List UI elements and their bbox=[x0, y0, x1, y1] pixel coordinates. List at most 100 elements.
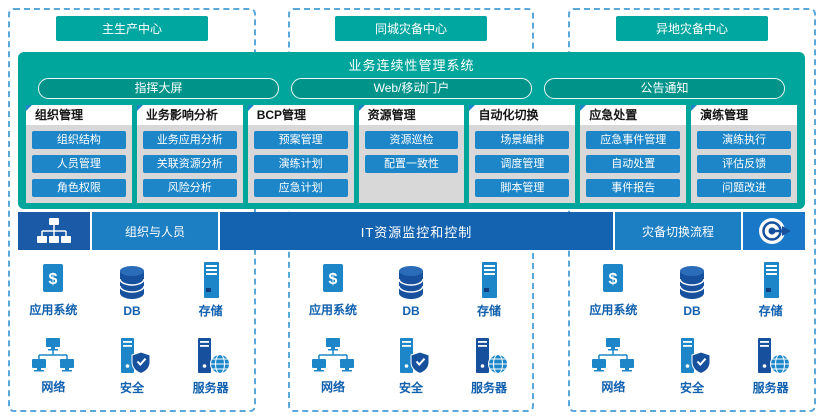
corner-mark-icon bbox=[247, 105, 254, 111]
center-header-remote-dr: 异地灾备中心 bbox=[616, 16, 768, 41]
infra-label: 服务器 bbox=[470, 381, 507, 395]
portal-announcement: 公告通知 bbox=[544, 78, 785, 99]
module-item: 应急计划 bbox=[253, 179, 348, 197]
infra-grid-main-production: $ 应用系统 DB 存储 网络 安全 服务器 bbox=[14, 252, 250, 404]
center-header-local-dr: 同城灾备中心 bbox=[335, 16, 487, 41]
infra-label: 存储 bbox=[758, 304, 783, 318]
server-icon bbox=[476, 338, 508, 374]
svg-text:$: $ bbox=[49, 271, 58, 288]
infra-cell-security: 安全 bbox=[372, 328, 450, 404]
center-title: 异地灾备中心 bbox=[655, 22, 728, 36]
app-system-icon: $ bbox=[323, 264, 343, 292]
corner-mark-icon bbox=[691, 105, 698, 111]
module-item: 关联资源分析 bbox=[142, 155, 237, 173]
module-resource: 资源管理 资源巡检 配置一致性 bbox=[358, 105, 465, 203]
corner-mark-icon bbox=[469, 105, 476, 111]
module-items: 演练执行 评估反馈 问题改进 bbox=[691, 125, 798, 203]
infra-cell-server: 服务器 bbox=[171, 328, 250, 404]
module-items: 业务应用分析 关联资源分析 风险分析 bbox=[136, 125, 243, 203]
module-header: 资源管理 bbox=[358, 105, 465, 125]
storage-icon bbox=[203, 262, 219, 298]
module-item: 角色权限 bbox=[32, 179, 126, 197]
svg-text:$: $ bbox=[329, 271, 338, 288]
security-icon bbox=[400, 338, 430, 375]
module-title: 资源管理 bbox=[367, 108, 416, 122]
module-item: 组织结构 bbox=[32, 131, 126, 149]
module-header: 演练管理 bbox=[691, 105, 798, 125]
infra-cell-server: 服务器 bbox=[450, 328, 528, 404]
middle-band: 组织与人员 IT资源监控和控制 灾备切换流程 bbox=[18, 212, 805, 250]
infra-cell-network: 网络 bbox=[294, 328, 372, 404]
infra-label: 服务器 bbox=[752, 381, 789, 395]
infra-label: DB bbox=[123, 303, 141, 318]
infra-cell-server: 服务器 bbox=[731, 328, 810, 404]
module-item: 演练执行 bbox=[697, 131, 792, 149]
module-item: 配置一致性 bbox=[364, 155, 459, 173]
corner-mark-icon bbox=[26, 105, 32, 111]
module-item: 问题改进 bbox=[697, 179, 792, 197]
server-icon bbox=[757, 338, 790, 374]
center-title: 主生产中心 bbox=[101, 22, 162, 36]
module-items: 预案管理 演练计划 应急计划 bbox=[247, 125, 354, 203]
module-organization: 组织管理 组织结构 人员管理 角色权限 bbox=[26, 105, 132, 203]
module-item: 调度管理 bbox=[475, 155, 570, 173]
module-header: 自动化切换 bbox=[469, 105, 576, 125]
module-items: 场景编排 调度管理 脚本管理 bbox=[469, 125, 576, 203]
module-item: 脚本管理 bbox=[475, 179, 570, 197]
infra-label: 应用系统 bbox=[589, 303, 638, 317]
module-title: 组织管理 bbox=[35, 108, 84, 122]
infra-label: 安全 bbox=[119, 381, 144, 395]
module-drill: 演练管理 演练执行 评估反馈 问题改进 bbox=[691, 105, 798, 203]
module-emergency: 应急处置 应急事件管理 自动处置 事件报告 bbox=[580, 105, 687, 203]
infra-cell-database: DB bbox=[653, 252, 732, 328]
corner-mark-icon bbox=[358, 105, 365, 111]
module-impact-analysis: 业务影响分析 业务应用分析 关联资源分析 风险分析 bbox=[136, 105, 243, 203]
module-bcp: BCP管理 预案管理 演练计划 应急计划 bbox=[247, 105, 354, 203]
module-item: 风险分析 bbox=[142, 179, 237, 197]
bcm-system-box: 业务连续性管理系统 指挥大屏 Web/移动门户 公告通知 组织管理 组织结构 人… bbox=[18, 52, 805, 209]
infra-label: 安全 bbox=[398, 381, 423, 395]
it-monitor-control-box: IT资源监控和控制 bbox=[220, 212, 613, 250]
module-header: 应急处置 bbox=[580, 105, 687, 125]
module-item: 应急事件管理 bbox=[586, 131, 681, 149]
infra-label: 安全 bbox=[679, 381, 704, 395]
infra-label: DB bbox=[683, 303, 701, 318]
module-item: 事件报告 bbox=[586, 179, 681, 197]
storage-icon bbox=[482, 262, 497, 298]
infra-grid-remote-dr: $ 应用系统 DB 存储 网络 安全 服务器 bbox=[574, 252, 810, 404]
database-icon bbox=[398, 265, 424, 299]
modules-row: 组织管理 组织结构 人员管理 角色权限 业务影响分析 业务应用分析 关联资源分析… bbox=[18, 99, 805, 203]
module-item: 演练计划 bbox=[253, 155, 348, 173]
infra-label: 存储 bbox=[476, 304, 501, 318]
module-item: 自动处置 bbox=[586, 155, 681, 173]
infra-label: 存储 bbox=[198, 304, 223, 318]
module-item: 业务应用分析 bbox=[142, 131, 237, 149]
module-items: 应急事件管理 自动处置 事件报告 bbox=[580, 125, 687, 203]
center-title: 同城灾备中心 bbox=[374, 22, 447, 36]
infra-cell-network: 网络 bbox=[14, 328, 93, 404]
infra-cell-storage: 存储 bbox=[731, 252, 810, 328]
corner-mark-icon bbox=[136, 105, 143, 111]
infra-label: DB bbox=[402, 303, 420, 318]
module-auto-switch: 自动化切换 场景编排 调度管理 脚本管理 bbox=[469, 105, 576, 203]
infra-label: 网络 bbox=[601, 380, 626, 394]
module-items: 资源巡检 配置一致性 bbox=[358, 125, 465, 203]
security-icon bbox=[120, 338, 151, 375]
infra-cell-storage: 存储 bbox=[450, 252, 528, 328]
app-system-icon: $ bbox=[43, 264, 64, 292]
infra-label: 网络 bbox=[41, 380, 66, 394]
module-items: 组织结构 人员管理 角色权限 bbox=[26, 125, 132, 203]
module-title: 业务影响分析 bbox=[145, 108, 218, 122]
module-title: 演练管理 bbox=[700, 108, 749, 122]
server-icon bbox=[197, 338, 230, 374]
module-item: 预案管理 bbox=[253, 131, 348, 149]
module-item: 评估反馈 bbox=[697, 155, 792, 173]
center-header-main-production: 主生产中心 bbox=[56, 16, 208, 41]
band-right-square bbox=[743, 212, 805, 250]
module-item: 场景编排 bbox=[475, 131, 570, 149]
module-header: 组织管理 bbox=[26, 105, 132, 125]
infra-cell-database: DB bbox=[93, 252, 172, 328]
network-icon bbox=[312, 338, 354, 372]
infra-cell-security: 安全 bbox=[653, 328, 732, 404]
module-item: 人员管理 bbox=[32, 155, 126, 173]
